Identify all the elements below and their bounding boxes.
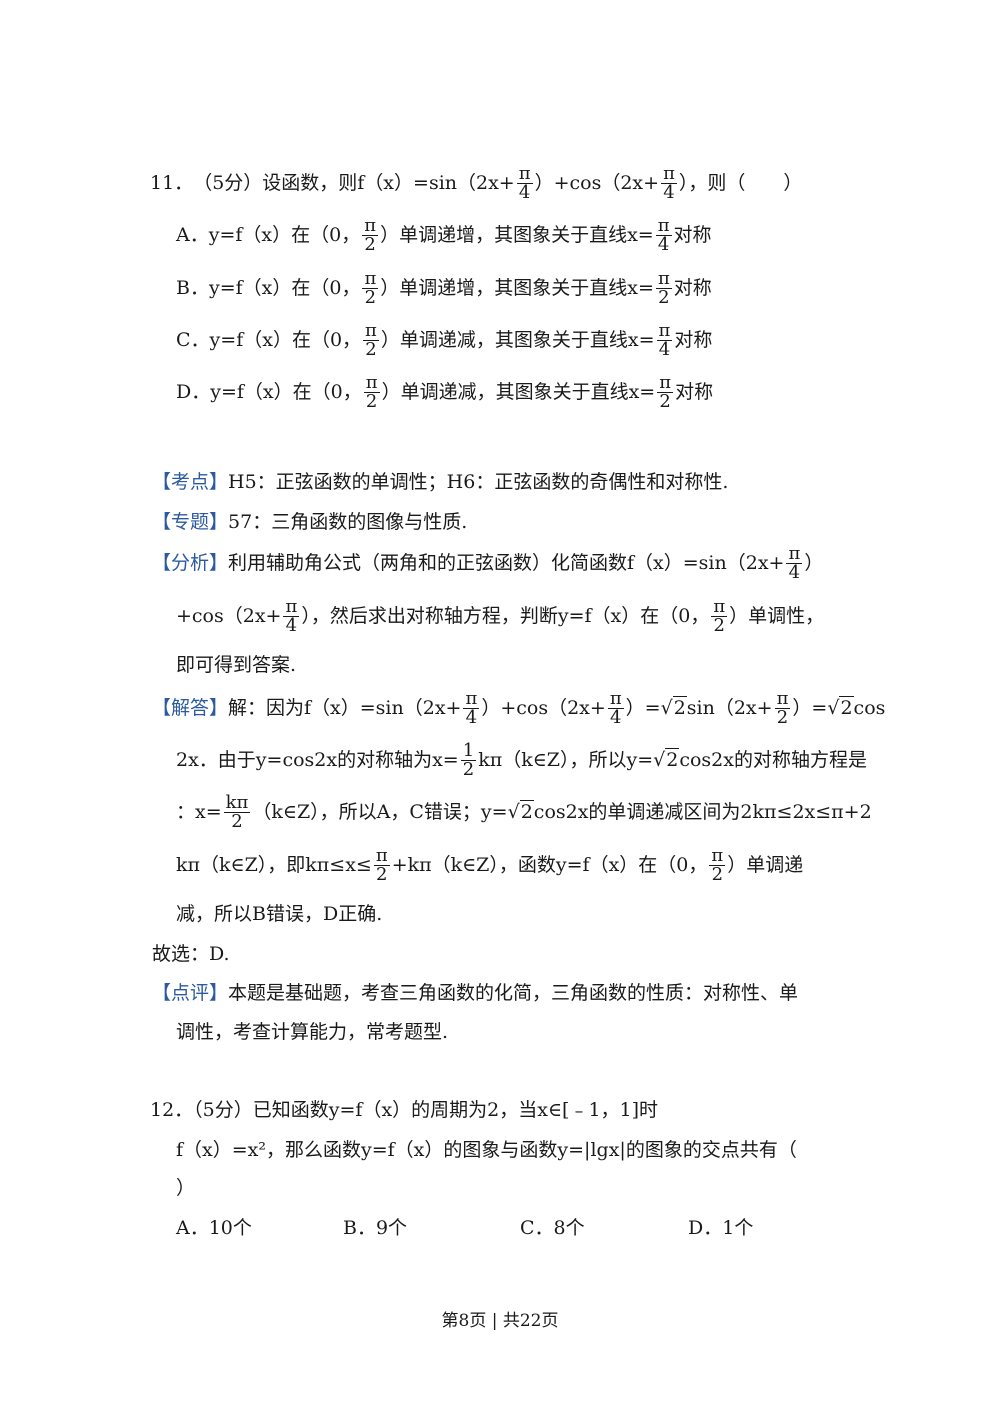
fenxi-line-3: 即可得到答案. <box>176 654 297 676</box>
q12-option-a: A．10个 <box>176 1217 252 1239</box>
dianping-tag: 【点评】 <box>152 982 229 1004</box>
zhuanti-tag: 【专题】 <box>152 511 229 533</box>
q12-option-c: C．8个 <box>520 1217 585 1239</box>
q12-stem-line-1: 12．（5分）已知函数y=f（x）的周期为2，当x∈[﹣1，1]时 <box>150 1099 659 1121</box>
dianping-line-1: 【点评】 本题是基础题，考查三角函数的化简，三角函数的性质：对称性、单 <box>152 982 799 1004</box>
q12-option-b: B．9个 <box>343 1217 408 1239</box>
dianping-line-2: 调性，考查计算能力，常考题型. <box>176 1021 449 1043</box>
kaodian-line: 【考点】 H5：正弦函数的单调性；H6：正弦函数的奇偶性和对称性. <box>152 471 729 493</box>
q11-number: 11． <box>150 172 194 194</box>
page-footer: 第8页 | 共22页 <box>441 1311 559 1331</box>
sqrt-2: √2 <box>660 696 687 719</box>
answer-line: 故选：D. <box>152 943 230 965</box>
q12-option-d: D．1个 <box>688 1217 754 1239</box>
sqrt-2: √2 <box>653 748 680 771</box>
sqrt-2: √2 <box>507 800 534 823</box>
q12-stem-line-2: f（x）=x²，那么函数y=f（x）的图象与函数y=|lgx|的图象的交点共有（ <box>176 1139 797 1161</box>
fenxi-line-1: 【分析】 利用辅助角公式（两角和的正弦函数）化简函数f（x）=sin（2x+ π… <box>152 542 824 583</box>
fenxi-tag: 【分析】 <box>152 552 229 574</box>
kaodian-tag: 【考点】 <box>152 471 229 493</box>
zhuanti-line: 【专题】 57：三角函数的图像与性质. <box>152 511 468 533</box>
jieda-tag: 【解答】 <box>152 697 229 719</box>
sqrt-2: √2 <box>827 696 854 719</box>
jieda-line-5: 减，所以B错误，D正确. <box>176 903 383 925</box>
q12-stem-line-3: ） <box>176 1177 196 1199</box>
